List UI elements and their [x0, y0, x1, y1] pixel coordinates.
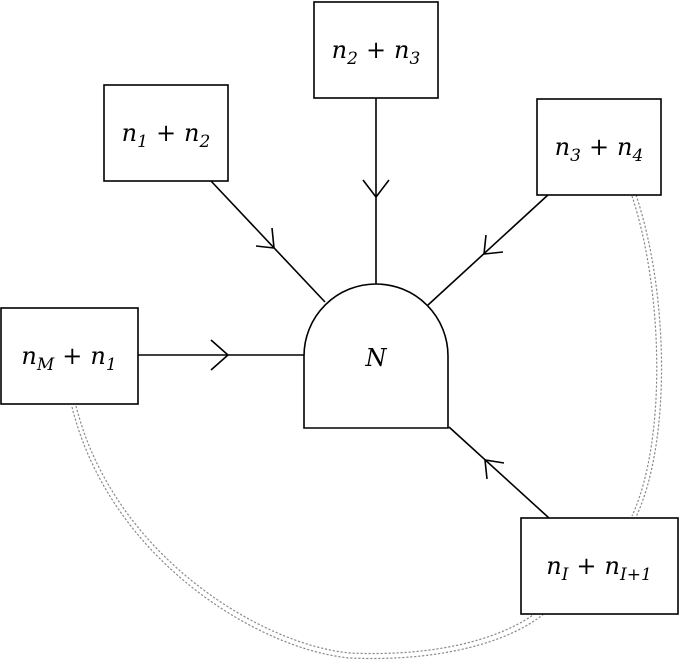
dotted-connector-left	[71, 405, 546, 660]
edge-lower-right	[448, 426, 550, 519]
dotted-connector-right	[631, 194, 663, 518]
edge-top	[362, 98, 390, 287]
center-node-label: N	[365, 344, 388, 372]
box-upper-left-label: n1+n2	[122, 119, 211, 152]
box-upper-right: n3+n4	[536, 98, 662, 196]
edge-left	[138, 339, 304, 371]
edge-upper-right	[427, 193, 550, 306]
box-left: nM+n1	[0, 307, 139, 405]
box-left-label: nM+n1	[21, 342, 116, 375]
box-upper-right-label: n3+n4	[555, 133, 644, 166]
center-node: N	[303, 283, 449, 429]
box-upper-left: n1+n2	[103, 84, 229, 182]
box-lower-right-label: nI+nI+1	[546, 552, 652, 585]
edge-upper-left	[210, 180, 326, 303]
box-top-label: n2+n3	[332, 36, 421, 69]
box-top: n2+n3	[313, 1, 439, 99]
box-lower-right: nI+nI+1	[520, 517, 679, 615]
